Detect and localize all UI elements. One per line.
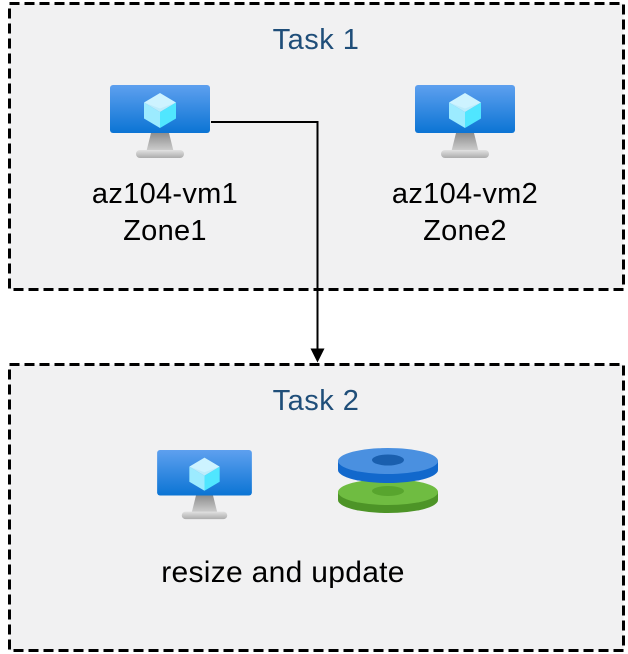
vm2-name: az104-vm2 <box>391 178 539 210</box>
connector-arrow-head <box>310 348 325 363</box>
managed-disks-icon <box>336 446 440 514</box>
task2-virtual-machine-icon <box>157 450 252 522</box>
task1-title: Task 1 <box>272 24 360 56</box>
task2-title: Task 2 <box>272 385 360 417</box>
vm1-virtual-machine-icon <box>110 85 210 161</box>
vm2-zone: Zone2 <box>423 215 507 247</box>
vm2-label: az104-vm2 Zone2 <box>360 176 570 250</box>
vm1-name: az104-vm1 <box>91 178 239 210</box>
vm1-zone: Zone1 <box>123 215 207 247</box>
task2-box <box>8 363 625 652</box>
vm1-label: az104-vm1 Zone1 <box>60 176 270 250</box>
task2-caption: resize and update <box>161 556 405 589</box>
connector-arrow-line <box>211 121 319 350</box>
vm2-virtual-machine-icon <box>415 85 515 161</box>
